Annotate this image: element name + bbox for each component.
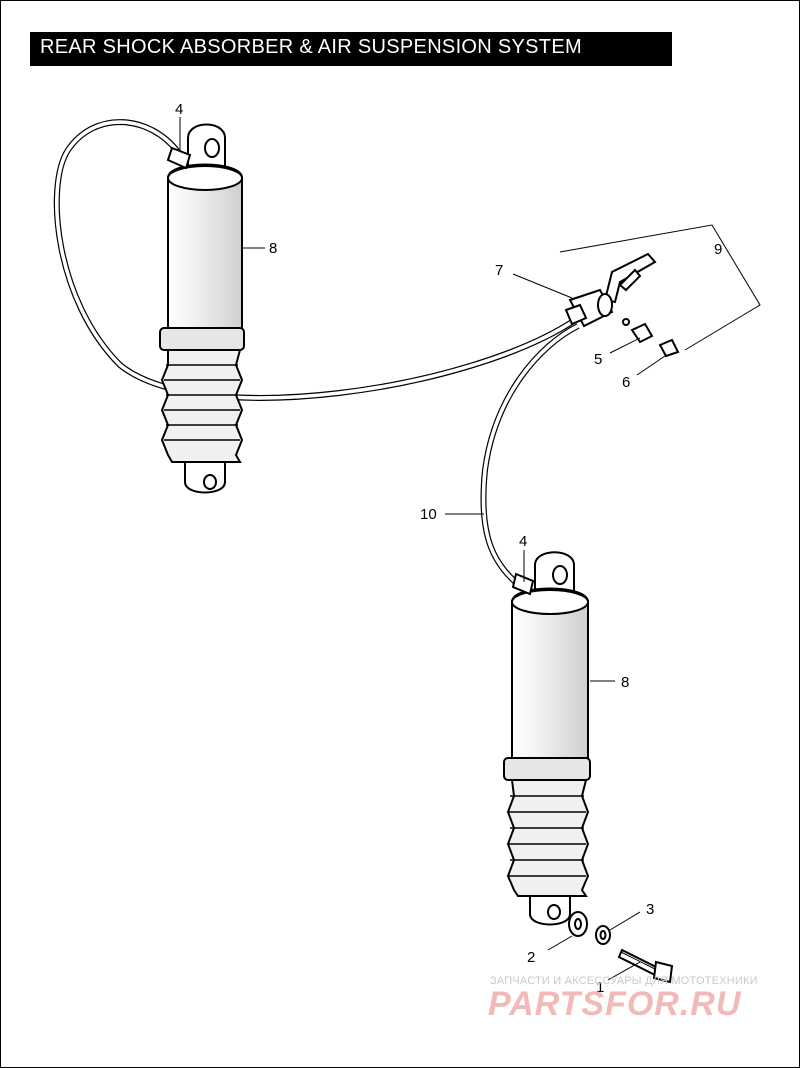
callout-4-bottom: 4 [519,533,527,550]
callout-5: 5 [594,351,602,368]
page-title: REAR SHOCK ABSORBER & AIR SUSPENSION SYS… [40,36,582,58]
lockwasher-3 [595,925,611,945]
callout-9: 9 [714,241,722,258]
watermark-caption: ЗАПЧАСТИ И АКСЕССУАРЫ ДЛЯ МОТОТЕХНИКИ [490,975,758,987]
callout-3: 3 [646,901,654,918]
callout-10: 10 [420,506,437,523]
manifold-assembly [564,252,680,358]
callout-1: 1 [596,979,604,996]
washer-2 [568,911,588,937]
title-bar: REAR SHOCK ABSORBER & AIR SUSPENSION SYS… [30,32,672,66]
callout-8-top: 8 [269,240,277,257]
callout-6: 6 [622,374,630,391]
callout-2: 2 [527,949,535,966]
callout-8-bottom: 8 [621,674,629,691]
watermark-logo: PARTSFOR.RU [488,985,742,1023]
leader-lines [179,117,761,981]
shock-absorber-bottom [503,551,591,926]
callout-7: 7 [495,262,503,279]
shock-absorber-top [159,123,245,494]
callout-4-top: 4 [175,101,183,118]
